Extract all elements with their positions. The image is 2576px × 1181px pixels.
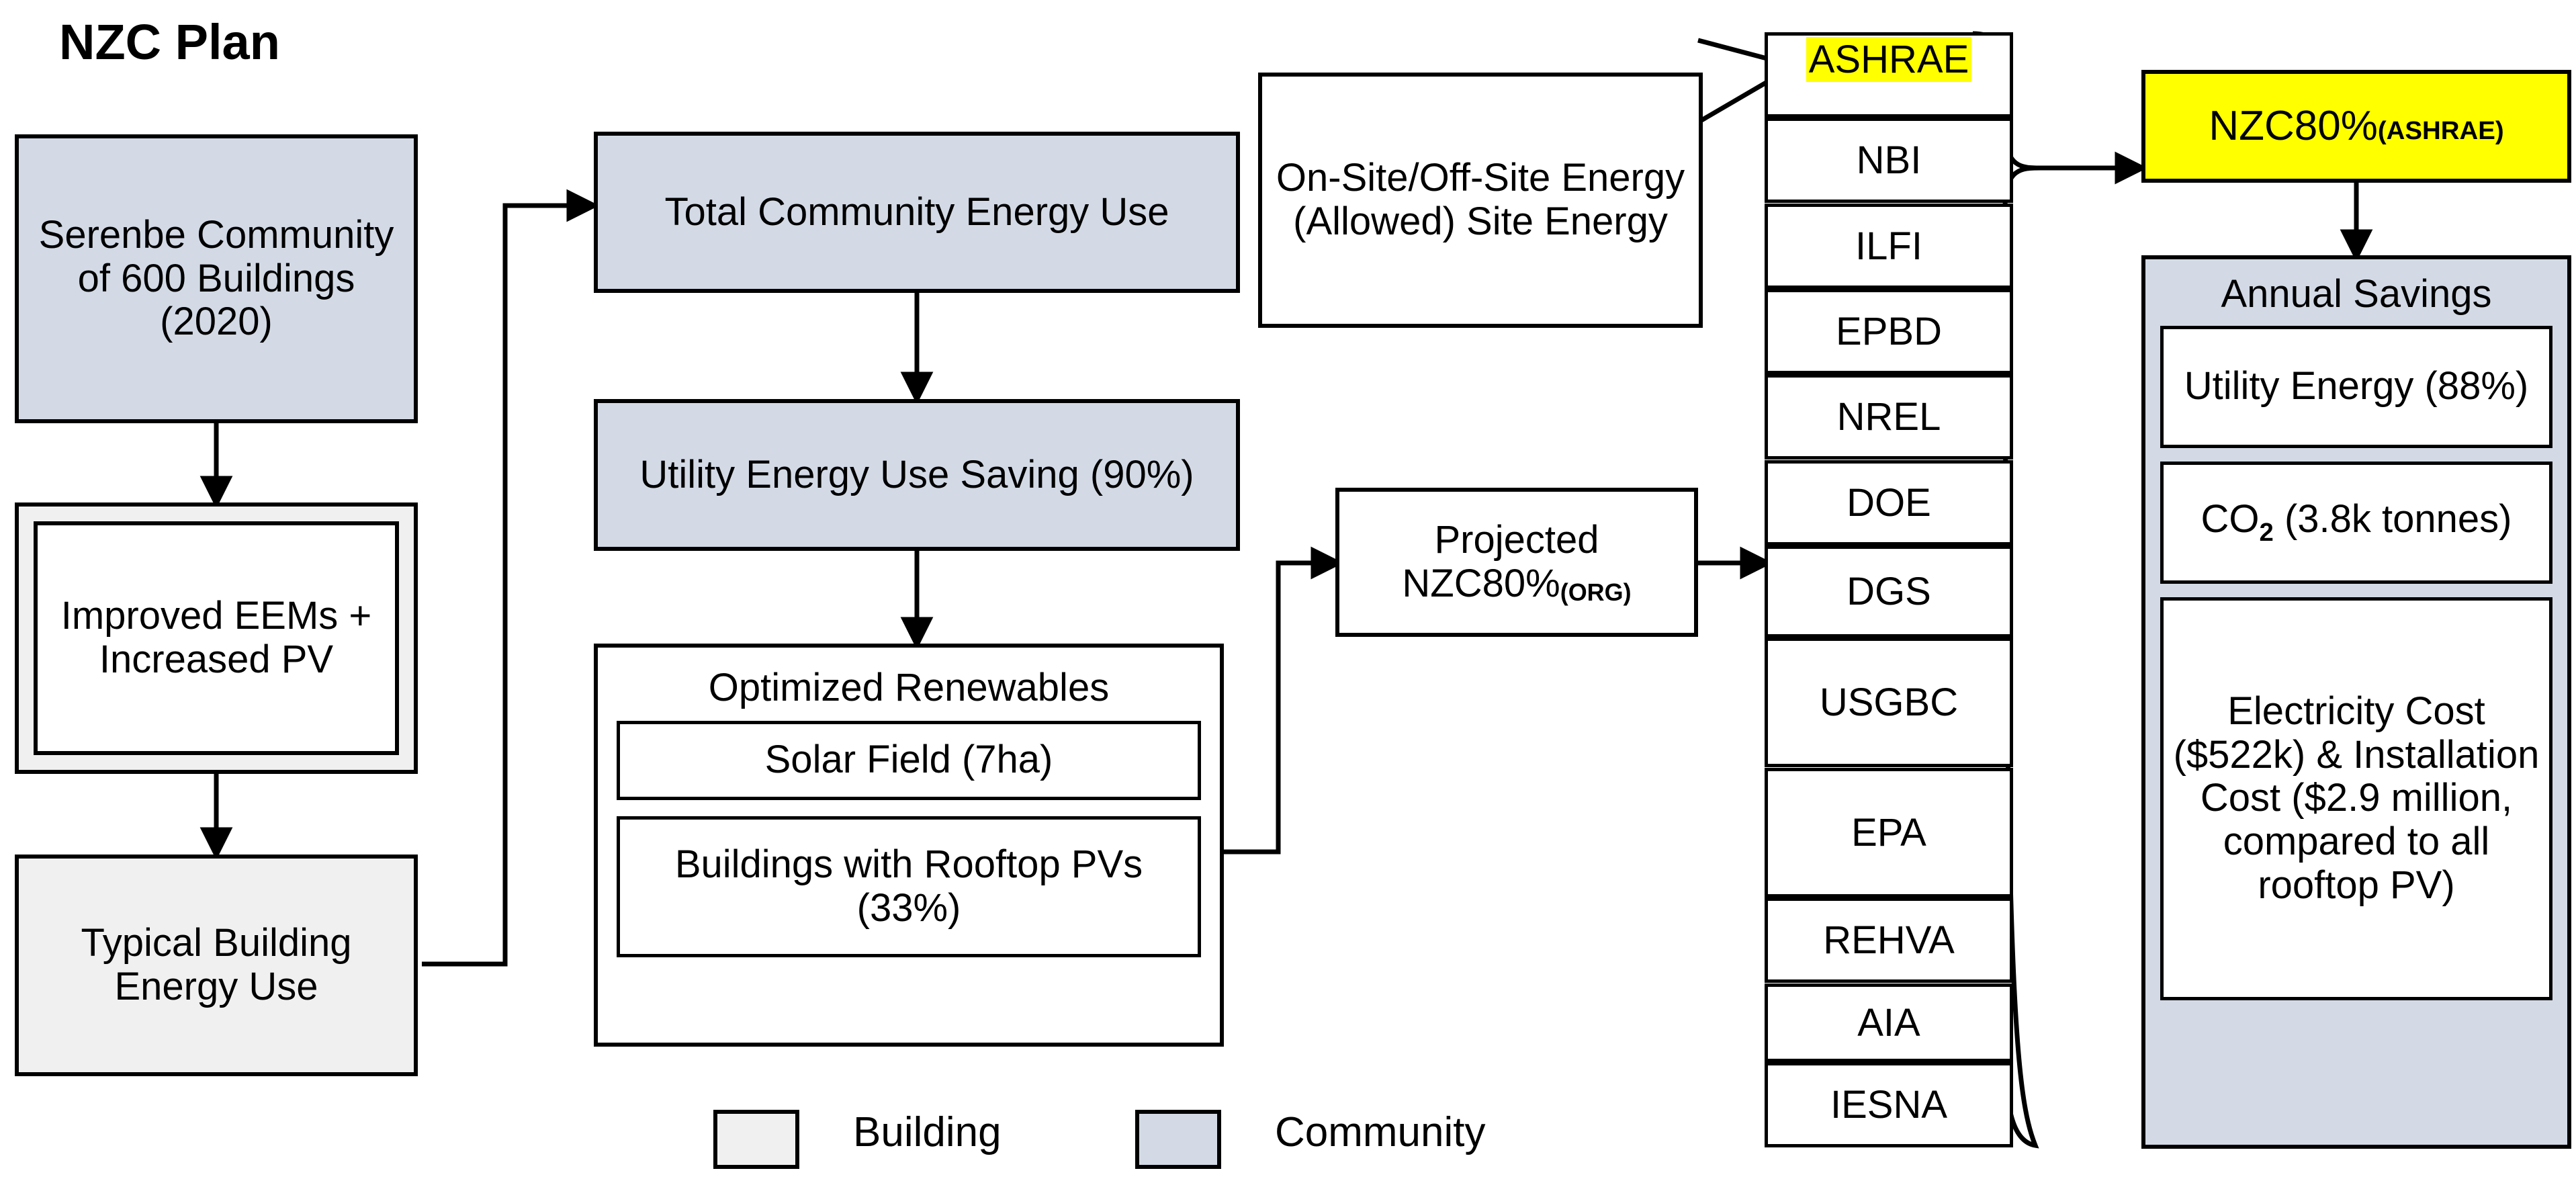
org-label: AIA	[1857, 1001, 1920, 1045]
org-row-ashrae[interactable]: ASHRAE	[1765, 32, 2013, 118]
onsite-offsite-label: On-Site/Off-Site Energy (Allowed) Site E…	[1276, 156, 1685, 243]
org-label: USGBC	[1819, 681, 1959, 724]
savings-utility-energy-label: Utility Energy (88%)	[2184, 364, 2529, 408]
org-label: IESNA	[1830, 1083, 1948, 1127]
annual-savings-panel: Annual Savings Utility Energy (88%) CO2 …	[2141, 255, 2571, 1149]
legend-label-building: Building	[853, 1109, 1002, 1155]
co2-subscript: 2	[2259, 517, 2274, 547]
rooftop-pv-box: Buildings with Rooftop PVs (33%)	[617, 816, 1201, 957]
org-row-rehva[interactable]: REHVA	[1765, 898, 2013, 983]
org-label: ILFI	[1855, 224, 1922, 268]
co2-suffix: (3.8k tonnes)	[2273, 497, 2512, 541]
org-row-epa[interactable]: EPA	[1765, 768, 2013, 898]
nzc80-main: NZC80%	[2209, 103, 2378, 150]
org-label: EPA	[1851, 811, 1926, 855]
total-community-energy-box: Total Community Energy Use	[594, 132, 1240, 293]
org-label: ASHRAE	[1806, 37, 1972, 82]
utility-saving-label: Utility Energy Use Saving (90%)	[639, 452, 1194, 496]
projected-nzc-main: NZC80%	[1402, 562, 1560, 605]
serenbe-source-box: Serenbe Community of 600 Buildings (2020…	[15, 134, 418, 423]
savings-item-utility-energy: Utility Energy (88%)	[2160, 325, 2552, 448]
solar-field-label: Solar Field (7ha)	[764, 738, 1053, 782]
typical-building-label: Typical Building Energy Use	[81, 921, 352, 1008]
org-label: DGS	[1847, 570, 1931, 613]
onsite-offsite-callout: On-Site/Off-Site Energy (Allowed) Site E…	[1258, 73, 1703, 328]
improved-eems-outer: Improved EEMs + Increased PV	[15, 502, 418, 774]
total-community-energy-label: Total Community Energy Use	[664, 189, 1169, 234]
legend-swatch-community	[1135, 1110, 1221, 1169]
projected-line-2: NZC80%(ORG)	[1402, 562, 1631, 606]
org-row-nrel[interactable]: NREL	[1765, 374, 2013, 460]
org-row-doe[interactable]: DOE	[1765, 460, 2013, 545]
org-row-ilfi[interactable]: ILFI	[1765, 204, 2013, 289]
organization-list: ASHRAE NBI ILFI EPBD NREL DOE DGS USGBC EPA REHVA…	[1765, 32, 2013, 1147]
improved-eems-box: Improved EEMs + Increased PV	[34, 521, 399, 755]
savings-co2-label: CO2 (3.8k tonnes)	[2201, 497, 2512, 547]
org-row-usgbc[interactable]: USGBC	[1765, 638, 2013, 767]
nzc80-ashrae-box: NZC80%(ASHRAE)	[2141, 70, 2571, 183]
typical-building-box: Typical Building Energy Use	[15, 855, 418, 1076]
org-label: EPBD	[1836, 310, 1942, 353]
projected-nzc-sub: (ORG)	[1560, 578, 1632, 607]
serenbe-source-label: Serenbe Community of 600 Buildings (2020…	[38, 212, 394, 344]
org-row-nbi[interactable]: NBI	[1765, 118, 2013, 203]
legend-label-community: Community	[1275, 1109, 1486, 1155]
savings-item-electricity-cost: Electricity Cost ($522k) & Installation …	[2160, 597, 2552, 1000]
org-label: DOE	[1847, 481, 1931, 525]
savings-electricity-cost-label: Electricity Cost ($522k) & Installation …	[2173, 689, 2540, 908]
org-row-epbd[interactable]: EPBD	[1765, 289, 2013, 374]
org-row-aia[interactable]: AIA	[1765, 983, 2013, 1062]
projected-nzc-box: Projected NZC80%(ORG)	[1335, 488, 1698, 637]
solar-field-box: Solar Field (7ha)	[617, 720, 1201, 800]
page-title: NZC Plan	[59, 14, 280, 70]
optimized-renewables-title: Optimized Renewables	[708, 666, 1110, 709]
org-row-iesna[interactable]: IESNA	[1765, 1062, 2013, 1147]
annual-savings-heading: Annual Savings	[2221, 272, 2492, 316]
org-label: NBI	[1856, 138, 1922, 182]
org-row-dgs[interactable]: DGS	[1765, 545, 2013, 638]
improved-eems-label: Improved EEMs + Increased PV	[60, 594, 372, 681]
nzc80-sub: (ASHRAE)	[2377, 116, 2504, 146]
savings-item-co2: CO2 (3.8k tonnes)	[2160, 461, 2552, 584]
optimized-renewables-outer: Optimized Renewables Solar Field (7ha) B…	[594, 644, 1224, 1047]
co2-prefix: CO	[2201, 497, 2260, 541]
org-label: NREL	[1836, 395, 1941, 439]
projected-line-1: Projected	[1434, 518, 1599, 562]
utility-saving-box: Utility Energy Use Saving (90%)	[594, 399, 1240, 551]
org-label: REHVA	[1823, 918, 1955, 962]
rooftop-pv-label: Buildings with Rooftop PVs (33%)	[674, 842, 1143, 930]
legend-swatch-building	[713, 1110, 799, 1169]
